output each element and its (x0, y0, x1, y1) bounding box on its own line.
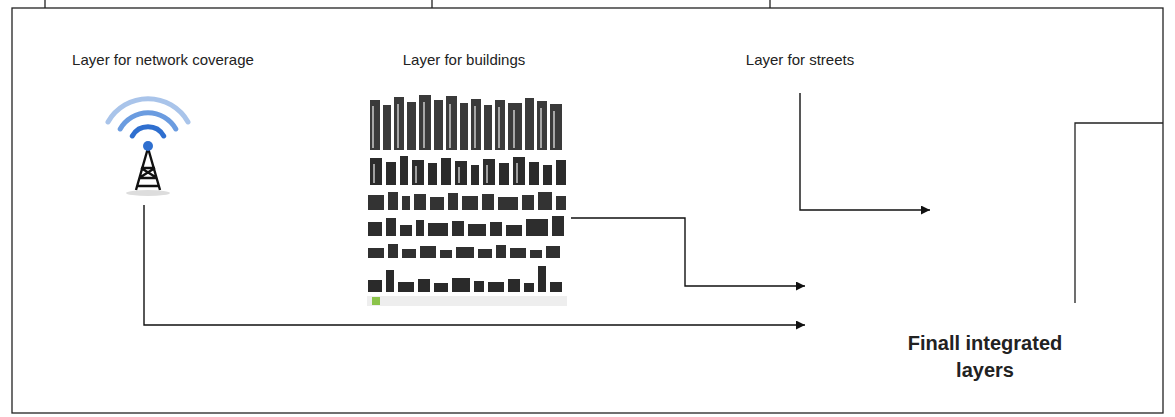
target-layer-node: Finall integrated layers (805, 205, 1070, 395)
outer-frame (12, 8, 1163, 413)
outgoing-bracket-line (1075, 123, 1163, 303)
antenna-icon (108, 99, 188, 196)
layer-label: Layer for network coverage (41, 50, 285, 70)
incoming-stub (431, 0, 432, 8)
source-layer-node: Layer for streets (716, 48, 884, 93)
source-layer-node: Layer for buildings (357, 48, 571, 310)
connector-arrow (571, 218, 805, 286)
buildings-illustration (365, 90, 568, 308)
incoming-stub (44, 0, 45, 8)
layer-label: Layer for buildings (357, 50, 571, 70)
layer-label: Layer for streets (716, 50, 884, 70)
layer-label: Finall integrated layers (885, 330, 1085, 384)
incoming-stub (769, 0, 770, 8)
connector-arrow (800, 93, 930, 210)
source-layer-node: Layer for network coverage (41, 48, 285, 205)
